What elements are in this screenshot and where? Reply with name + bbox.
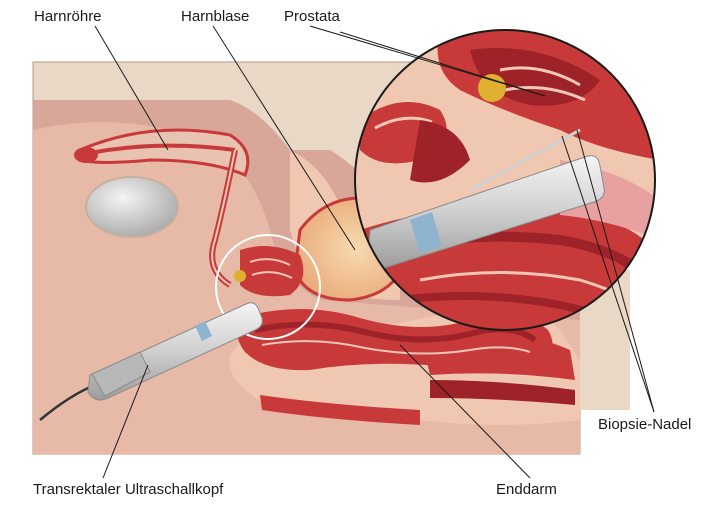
- label-enddarm: Enddarm: [496, 481, 557, 499]
- label-biopsie-nadel: Biopsie-Nadel: [598, 416, 691, 434]
- label-prostata: Prostata: [284, 8, 340, 26]
- label-transrektaler-ultraschallkopf: Transrektaler Ultraschallkopf: [33, 481, 223, 499]
- label-harnroehre: Harnröhre: [34, 8, 102, 26]
- testicle: [86, 177, 178, 237]
- label-harnblase: Harnblase: [181, 8, 249, 26]
